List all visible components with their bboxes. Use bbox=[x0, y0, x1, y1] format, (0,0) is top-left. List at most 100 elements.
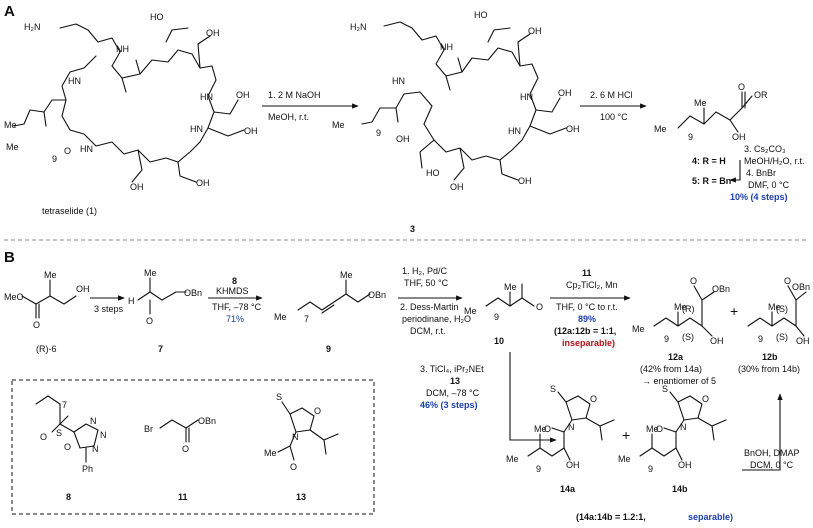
label-compound-5: 5: R = Bn bbox=[692, 176, 731, 186]
atom-oh-3d: OH bbox=[518, 176, 532, 186]
cond-b5-2: DCM, 0 °C bbox=[750, 460, 794, 470]
atom-obn-11: OBn bbox=[198, 416, 216, 426]
atom-o-4: O bbox=[738, 82, 745, 92]
plus-sign-12: + bbox=[730, 303, 738, 319]
cond-b2-5: DCM, r.t. bbox=[410, 326, 446, 336]
atom-or-4: OR bbox=[754, 90, 768, 100]
atom-oh-3e: OH bbox=[450, 182, 464, 192]
atom-sub9-14a: 9 bbox=[536, 464, 541, 474]
atom-me-14b: Me bbox=[646, 424, 659, 434]
molecule-9: OBn Me Me 7 9 bbox=[274, 270, 386, 354]
cond-b4-2: 13 bbox=[450, 376, 460, 386]
atom-n-14a: N bbox=[568, 422, 575, 432]
atom-me-14b-b: Me bbox=[618, 454, 631, 464]
atom-sub9-12b: 9 bbox=[758, 334, 763, 344]
note-yield-12a: (42% from 14a) bbox=[640, 364, 702, 374]
molecule-12a: O OBn OH Me Me 9 (R) (S) 12a (42% from 1… bbox=[632, 276, 730, 386]
atom-sub9-1: 9 bbox=[52, 154, 57, 164]
cond-b2-2: THF, 50 °C bbox=[404, 278, 449, 288]
arrow-4-to-5 bbox=[729, 160, 741, 183]
atom-me-4a: Me bbox=[694, 98, 707, 108]
atom-me-3: Me bbox=[332, 120, 345, 130]
atom-sub7-8: 7 bbox=[62, 400, 67, 410]
cond-b2-3: 2. Dess-Martin bbox=[400, 302, 459, 312]
atom-oh-3c: OH bbox=[566, 124, 580, 134]
atom-s-14b: S bbox=[662, 384, 668, 394]
atom-o-12b: O bbox=[784, 276, 791, 286]
arrow-b5 bbox=[742, 393, 783, 471]
atom-h2n-3: H₂N bbox=[350, 22, 367, 32]
atom-h-7: H bbox=[128, 296, 135, 306]
cond-b0-1: 3 steps bbox=[94, 304, 124, 314]
atom-hn-3c: HN bbox=[508, 126, 521, 136]
molecule-10: O Me Me 9 10 bbox=[464, 282, 543, 346]
stereo-r-12a: (R) bbox=[682, 304, 695, 314]
atom-br-11: Br bbox=[144, 424, 153, 434]
label-compound-9: 9 bbox=[326, 344, 331, 354]
molecule-tetraselide: H₂N HO OH OH OH NH HN HN HN HN OH OH Me … bbox=[4, 12, 258, 216]
cond-b2-4: periodinane, H₂O bbox=[402, 314, 471, 324]
cond-b5-1: BnOH, DMAP bbox=[744, 448, 800, 458]
atom-oh-3f: OH bbox=[396, 134, 410, 144]
cond-a3-5: 10% (4 steps) bbox=[730, 192, 788, 202]
note-ratio-2: separable) bbox=[688, 512, 733, 522]
molecule-8: 7 S O O N N N Ph 8 bbox=[35, 395, 107, 502]
atom-ph-8: Ph bbox=[82, 464, 93, 474]
atom-n-8a: N bbox=[90, 416, 97, 426]
molecule-13: S O N O Me 13 bbox=[264, 392, 339, 502]
arrow-b4 bbox=[509, 352, 557, 443]
atom-me-10: Me bbox=[504, 282, 517, 292]
label-compound-8: 8 bbox=[66, 492, 71, 502]
cond-a3-3: 4. BnBr bbox=[746, 168, 776, 178]
label-compound-7: 7 bbox=[158, 344, 163, 354]
atom-o-6: O bbox=[33, 320, 40, 330]
atom-oh-14b: OH bbox=[678, 460, 692, 470]
atom-me-7: Me bbox=[144, 268, 157, 278]
label-compound-12a: 12a bbox=[668, 352, 684, 362]
atom-ho-3: HO bbox=[474, 10, 488, 20]
label-compound-11: 11 bbox=[178, 492, 188, 502]
atom-o-11: O bbox=[182, 444, 189, 454]
cond-b3-6: inseparable) bbox=[562, 338, 615, 348]
atom-o-10: O bbox=[536, 302, 543, 312]
cond-a1-1: 1. 2 M NaOH bbox=[268, 90, 321, 100]
atom-hn-3a: HN bbox=[392, 76, 405, 86]
note-ratio-1: (14a:14b = 1.2:1, bbox=[576, 512, 646, 522]
atom-sub9-4: 9 bbox=[688, 132, 693, 142]
atom-me-6: Me bbox=[44, 270, 57, 280]
atom-o-14a-b: O bbox=[544, 424, 551, 434]
atom-oh-3a: OH bbox=[528, 26, 542, 36]
atom-o-1: O bbox=[64, 146, 71, 156]
atom-oh-1c: OH bbox=[244, 126, 258, 136]
atom-me-12a-b: Me bbox=[632, 324, 645, 334]
cond-b1-4: 71% bbox=[226, 314, 244, 324]
atom-hn-3b: HN bbox=[520, 92, 533, 102]
atom-oh-12a: OH bbox=[710, 336, 724, 346]
stereo-s-12a: (S) bbox=[682, 332, 694, 342]
molecule-3: H₂N HO OH OH OH OH OH OH HO NH HN HN HN … bbox=[332, 10, 580, 234]
cond-b4-4: 46% (3 steps) bbox=[420, 400, 478, 410]
atom-o-14b-a: O bbox=[702, 394, 709, 404]
atom-obn-9: OBn bbox=[368, 290, 386, 300]
atom-obn-7: OBn bbox=[184, 288, 202, 298]
cond-b1-3: THF, –78 °C bbox=[212, 302, 262, 312]
atom-oh-1d: OH bbox=[196, 178, 210, 188]
cond-b3-2: Cp₂TiCl₂, Mn bbox=[566, 280, 618, 290]
atom-obn-12a: OBn bbox=[712, 284, 730, 294]
label-compound-14a: 14a bbox=[560, 484, 576, 494]
atom-oh-4: OH bbox=[732, 132, 746, 142]
cond-b1-2: KHMDS bbox=[216, 286, 249, 296]
molecule-11: Br O OBn 11 bbox=[144, 416, 216, 502]
label-compound-10: 10 bbox=[494, 336, 504, 346]
label-r6: (R)-6 bbox=[36, 344, 57, 354]
cond-b4-3: DCM, –78 °C bbox=[426, 388, 480, 398]
atom-me-1b: Me bbox=[4, 120, 17, 130]
cond-b2-1: 1. H₂, Pd/C bbox=[402, 266, 448, 276]
atom-o-13b: O bbox=[290, 462, 297, 472]
atom-hn-1a: HN bbox=[68, 76, 81, 86]
label-compound-12b: 12b bbox=[762, 352, 778, 362]
molecule-r6: MeO O Me OH (R)-6 bbox=[4, 270, 90, 354]
atom-obn-12b: OBn bbox=[792, 282, 810, 292]
atom-s-13: S bbox=[276, 392, 282, 402]
